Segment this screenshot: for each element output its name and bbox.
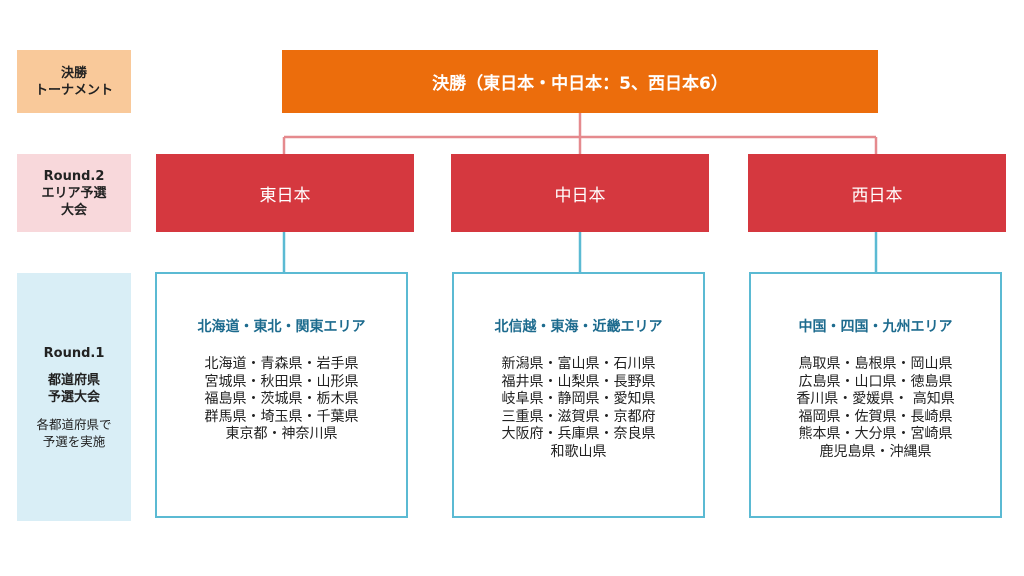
pref-line: 福島県・茨城県・栃木県 <box>204 391 359 407</box>
area-title-central: 北信越・東海・近畿エリア <box>494 319 663 335</box>
region-box-west: 西日本 <box>748 154 1006 232</box>
pref-box-west: 中国・四国・九州エリア 鳥取県・島根県・岡山県 広島県・山口県・徳島県 香川県・… <box>749 272 1002 518</box>
pref-line: 鹿児島県・沖縄県 <box>819 443 932 460</box>
pref-line: 東京都・神奈川県 <box>225 426 338 442</box>
label-round1: Round.1 都道府県 予選大会 各都道府県で 予選を実施 <box>17 273 131 521</box>
region-box-central: 中日本 <box>451 154 709 232</box>
label-round1-sub-line-1: 各都道府県で <box>36 416 112 432</box>
final-box: 決勝（東日本・中日本：5、西日本6） <box>282 50 878 113</box>
label-round1-sub: 各都道府県で 予選を実施 <box>36 416 111 450</box>
area-title-east: 北海道・東北・関東エリア <box>197 319 366 335</box>
pref-line: 和歌山県 <box>550 443 607 460</box>
label-round2-line-2: エリア予選 <box>41 185 107 201</box>
pref-line: 熊本県・大分県・宮崎県 <box>798 426 953 442</box>
label-round1-title: Round.1 <box>43 345 105 361</box>
pref-line: 岐阜県・静岡県・愛知県 <box>501 391 656 407</box>
pref-line: 三重県・滋賀県・京都府 <box>501 408 656 425</box>
label-round2-line-3: 大会 <box>60 202 87 218</box>
pref-line: 広島県・山口県・徳島県 <box>798 373 953 390</box>
pref-box-east: 北海道・東北・関東エリア 北海道・青森県・岩手県 宮城県・秋田県・山形県 福島県… <box>155 272 408 518</box>
label-round1-main-line-1: 都道府県 <box>47 372 100 388</box>
label-final-line-1: 決勝 <box>60 65 87 81</box>
pref-line: 香川県・愛媛県・ 高知県 <box>796 391 955 407</box>
label-round1-sub-line-2: 予選を実施 <box>42 433 106 449</box>
pref-line: 鳥取県・島根県・岡山県 <box>798 356 953 372</box>
label-round2-line-1: Round.2 <box>43 168 105 184</box>
label-final-tournament: 決勝 トーナメント <box>17 50 131 113</box>
pref-line: 北海道・青森県・岩手県 <box>204 356 359 372</box>
pref-line: 群馬県・埼玉県・千葉県 <box>204 408 359 425</box>
label-final-line-2: トーナメント <box>34 82 113 98</box>
label-round2: Round.2 エリア予選 大会 <box>17 154 131 232</box>
pref-line: 福井県・山梨県・長野県 <box>501 373 656 390</box>
pref-line: 宮城県・秋田県・山形県 <box>204 373 359 390</box>
pref-line: 新潟県・富山県・石川県 <box>501 356 656 372</box>
pref-line: 福岡県・佐賀県・長崎県 <box>798 408 953 425</box>
pref-box-central: 北信越・東海・近畿エリア 新潟県・富山県・石川県 福井県・山梨県・長野県 岐阜県… <box>452 272 705 518</box>
pref-line: 大阪府・兵庫県・奈良県 <box>501 426 656 442</box>
area-title-west: 中国・四国・九州エリア <box>798 319 953 335</box>
label-round1-main-line-2: 予選大会 <box>47 389 100 405</box>
region-box-east: 東日本 <box>156 154 414 232</box>
